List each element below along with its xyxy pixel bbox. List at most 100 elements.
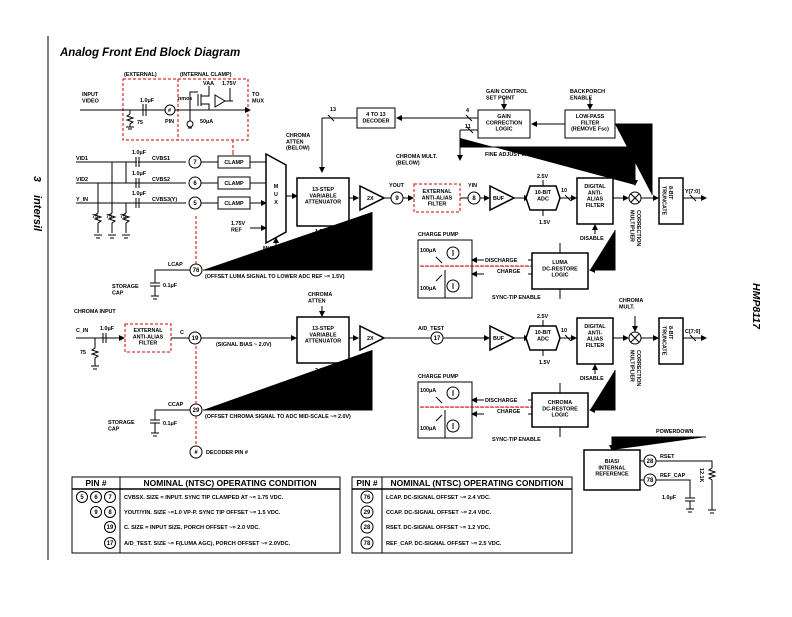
- offset-chroma-label: (OFFSET CHROMA SIGNAL TO ADC MID-SCALE ~…: [205, 414, 351, 420]
- cvbs3-label: CVBS3(Y): [152, 197, 177, 203]
- rset-label: RSET: [660, 454, 675, 460]
- luma-corr-mult-label: CORRECTIONMULTIPLIER: [629, 210, 641, 246]
- intersil-logo: intersil: [31, 195, 43, 232]
- left-row3-pin1: 19: [107, 525, 114, 531]
- signal-bias-label: (SIGNAL BIAS ~ 2.0V): [216, 342, 272, 348]
- pin-17: 17: [434, 336, 441, 342]
- clamp-3: CLAMP: [224, 201, 244, 207]
- chroma-charge-label: CHARGE: [497, 409, 521, 415]
- y-in-label: Y_IN: [76, 197, 88, 203]
- left-row4-pin1: 17: [107, 541, 114, 547]
- luma-buf-label: BUF: [493, 196, 505, 202]
- cap-c-label: 0.1μF: [163, 421, 178, 427]
- chroma-cp-100ua-a: 100μA: [420, 388, 436, 394]
- c1-label: 1.0μF: [132, 150, 147, 156]
- cvbs1-label: CVBS1: [152, 156, 170, 162]
- luma-2x-label: 2X: [367, 196, 374, 202]
- bus-4-label: 4: [466, 108, 469, 114]
- right-row3-pin: 28: [364, 525, 371, 531]
- right-row2-pin: 29: [364, 510, 371, 516]
- clamp-2: CLAMP: [224, 181, 244, 187]
- chroma-discharge-label: DISCHARGE: [485, 398, 518, 404]
- chroma-charge-pump-label: CHARGE PUMP: [418, 374, 459, 380]
- r12k-label: 12.1K: [698, 468, 704, 482]
- chroma-cp-100ua-b: 100μA: [420, 426, 436, 432]
- bus-11-label: 11: [465, 124, 471, 130]
- external-label: (EXTERNAL): [124, 72, 157, 78]
- vid2-label: VID2: [76, 177, 88, 183]
- pin-76: 76: [193, 268, 200, 274]
- chroma-input-label: CHROMA INPUT: [74, 309, 116, 315]
- right-row1-pin: 76: [364, 495, 371, 501]
- c-cap-label: 1.0μF: [100, 326, 115, 332]
- luma-disable-label: DISABLE: [580, 236, 604, 242]
- luma-bus-10: 10: [561, 188, 567, 194]
- ref-cap-label: REF_CAP: [660, 473, 686, 479]
- chroma-adc-ref-high: 2.5V: [537, 314, 548, 320]
- right-row3-text: RSET. DC-SIGNAL OFFSET ~= 1.2 VDC.: [386, 525, 491, 531]
- y-out-bus: Y[7:0]: [685, 189, 700, 195]
- mux-letter-x: X: [274, 200, 278, 206]
- pin-table-left: PIN # NOMINAL (NTSC) OPERATING CONDITION…: [72, 477, 340, 553]
- c-out-bus: C[7:0]: [685, 329, 700, 335]
- left-row2-text: YOUT/YIN. SIZE ~=1.0 VP-P. SYNC TIP OFFS…: [124, 510, 281, 516]
- left-row1-text: CVBSX. SIZE = INPUT. SYNC TIP CLAMPED AT…: [124, 495, 284, 501]
- luma-charge-pump-label: CHARGE PUMP: [418, 232, 459, 238]
- page-title: Analog Front End Block Diagram: [59, 47, 240, 59]
- pin-label: PIN: [165, 119, 174, 125]
- chroma-adc-ref-low: 1.5V: [539, 360, 550, 366]
- left-table-header-pin: PIN #: [85, 478, 107, 488]
- r75b-label: 75: [106, 214, 112, 220]
- powerdown-label: POWERDOWN: [656, 429, 694, 435]
- page-number: 3: [31, 176, 43, 182]
- luma-cp-100ua-a: 100μA: [420, 248, 436, 254]
- v175-top-label: 1.75V: [222, 81, 236, 87]
- vid1-label: VID1: [76, 156, 88, 162]
- pin-table-right: PIN # NOMINAL (NTSC) OPERATING CONDITION…: [352, 477, 572, 553]
- pin-78: 78: [647, 478, 654, 484]
- left-row3-text: C. SIZE = INPUT SIZE. PORCH OFFSET ~= 2.…: [124, 525, 260, 531]
- chroma-2x-label: 2X: [367, 336, 374, 342]
- right-row4-text: REF_CAP. DC-SIGNAL OFFSET ~= 2.5 VDC.: [386, 541, 502, 547]
- internal-clamp-label: (INTERNAL CLAMP): [180, 72, 232, 78]
- chroma-mult-below-label: CHROMA MULT.(BELOW): [396, 154, 438, 166]
- luma-discharge-label: DISCHARGE: [485, 258, 518, 264]
- chroma-buf-label: BUF: [493, 336, 505, 342]
- c2-label: 1.0μF: [132, 171, 147, 177]
- pin-hash-label: #: [168, 108, 171, 114]
- left-table-header-condition: NOMINAL (NTSC) OPERATING CONDITION: [144, 478, 317, 488]
- mux-block: [266, 154, 286, 243]
- pin-28: 28: [647, 459, 654, 465]
- chroma-sync-tip-label: SYNC-TIP ENABLE: [492, 437, 541, 443]
- chroma-corr-mult-label: CORRECTIONMULTIPLIER: [629, 350, 641, 386]
- right-row2-text: CCAP. DC-SIGNAL OFFSET ~= 2.4 VDC.: [386, 510, 492, 516]
- cap-in-label: 1.0μF: [140, 98, 155, 104]
- current-50ua-label: 50μA: [200, 119, 213, 125]
- left-row4-text: A/D_TEST. SIZE ~= F(LUMA AGC), PORCH OFF…: [124, 541, 291, 547]
- lcap-label: LCAP: [168, 262, 183, 268]
- mux-letter-m: M: [274, 184, 279, 190]
- luma-adc-ref-low: 1.5V: [539, 220, 550, 226]
- c3-label: 1.0μF: [132, 191, 147, 197]
- luma-sync-tip-label: SYNC-TIP ENABLE: [492, 295, 541, 301]
- chroma-bus-10: 10: [561, 328, 567, 334]
- r75-c-label: 75: [80, 350, 86, 356]
- chroma-disable-label: DISABLE: [580, 376, 604, 382]
- cap-l-label: 0.1μF: [163, 283, 178, 289]
- r75c-label: 75: [120, 214, 126, 220]
- part-number: HMP8117: [750, 283, 762, 330]
- right-table-header-pin: PIN #: [356, 478, 378, 488]
- pin-19: 19: [192, 336, 199, 342]
- c-in-label: C_IN: [76, 328, 88, 334]
